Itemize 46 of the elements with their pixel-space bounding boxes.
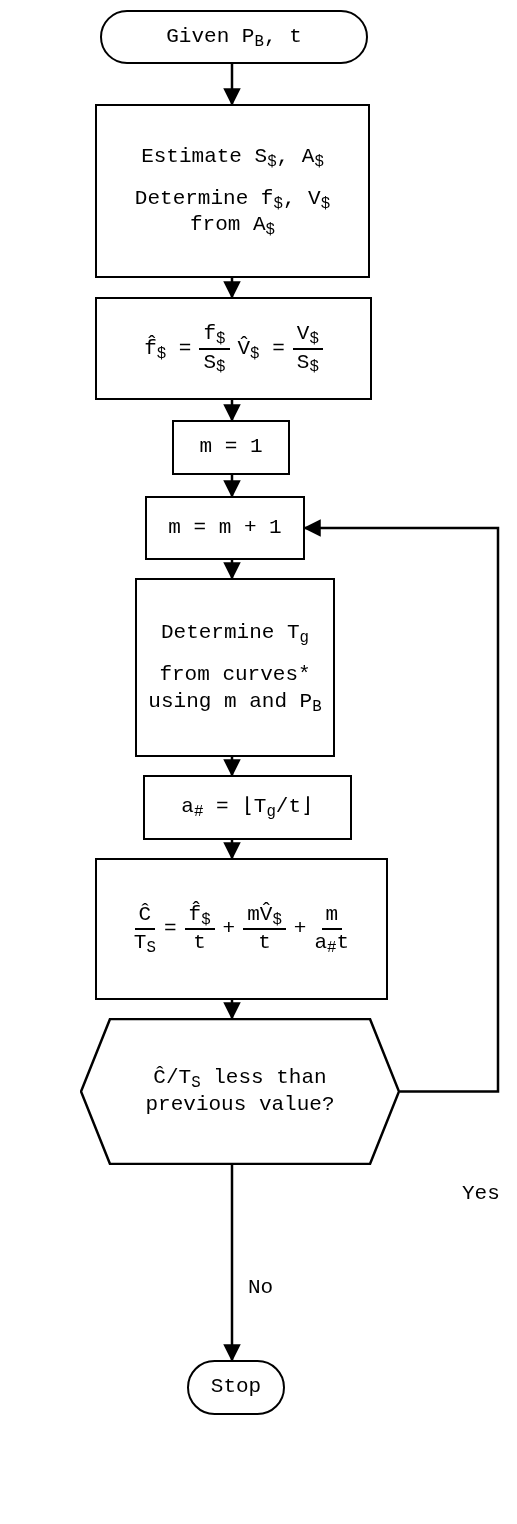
- numerator-text: f$_{$}$: [199, 321, 230, 350]
- arrow: [223, 278, 241, 299]
- numerator-text: f̂$_{$}$: [184, 901, 215, 930]
- stop-terminal: [187, 1360, 285, 1415]
- process-box: [95, 858, 388, 1000]
- formula-text: S$_{$}$: [296, 349, 319, 376]
- process-box: [95, 297, 372, 400]
- formula-text: t: [258, 930, 271, 956]
- process-box: [95, 104, 370, 278]
- arrow: [223, 757, 241, 777]
- formula-text: t: [193, 930, 206, 956]
- question-text: Ĉ/T$_{S}$ less than previous value?: [145, 1066, 335, 1116]
- process-box: [135, 578, 335, 757]
- process-box: [172, 420, 290, 475]
- formula-text: Determine f$_{$}$, V$_{$}$ from A$_{$}$: [133, 185, 332, 239]
- formula-text: m = m + 1: [168, 514, 282, 541]
- arrow: [223, 1165, 241, 1362]
- formula-text: T$_{S}$: [133, 930, 156, 957]
- formula-text: from curves* using m and P$_{B}$: [147, 662, 323, 715]
- arrow: [223, 1000, 241, 1020]
- numerator-text: Ĉ: [134, 901, 156, 930]
- formula-text: a$_{#}$t: [314, 930, 350, 957]
- numerator-text: m: [321, 901, 343, 930]
- arrow: [223, 475, 241, 498]
- start-terminal: [100, 10, 368, 64]
- process-box: [145, 496, 305, 560]
- formula-text: Given P$_{B}$, t: [166, 23, 302, 51]
- arrow: [223, 400, 241, 422]
- arrow: [223, 560, 241, 580]
- formula-text: +: [222, 916, 236, 943]
- process-box: [143, 775, 352, 840]
- formula-text: Determine T$_{g}$: [160, 620, 310, 647]
- formula-text: Stop: [210, 1374, 262, 1401]
- formula-text: a$_{#}$ = ⌊T$_{g}$/t⌋: [181, 794, 314, 821]
- numerator-text: V$_{$}$: [292, 321, 323, 350]
- decision-shape: [80, 1018, 400, 1165]
- numerator-text: mV̂$_{$}$: [243, 901, 286, 930]
- formula-text: +: [293, 916, 307, 943]
- formula-text: m = 1: [199, 434, 263, 461]
- formula-text: =: [163, 916, 177, 943]
- arrow: [223, 64, 241, 106]
- formula-text: S$_{$}$: [203, 349, 226, 376]
- arrow: [223, 840, 241, 860]
- formula-text: f̂$_{$}$ =: [144, 334, 192, 365]
- formula-text: Estimate S$_{$}$, A$_{$}$: [141, 143, 324, 170]
- formula-text: V̂$_{$}$ =: [237, 335, 285, 365]
